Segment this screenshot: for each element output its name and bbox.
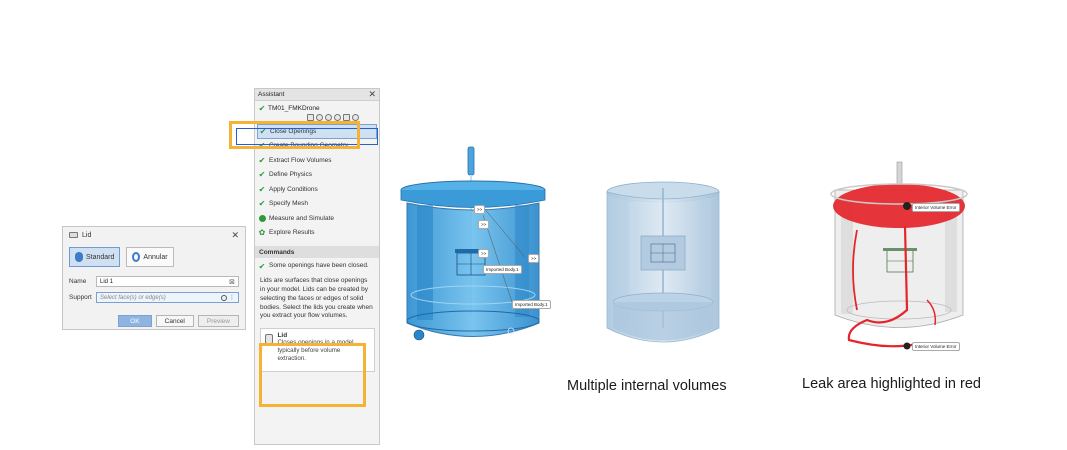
model-tag[interactable]: >> (478, 249, 490, 258)
name-value: Lid 1 (100, 278, 114, 285)
step-create-bounding-geometry[interactable]: ✔ Create Bounding Geometry (255, 139, 379, 154)
step-label: Extract Flow Volumes (269, 156, 332, 164)
lid-dialog-titlebar: Lid ✕ (63, 227, 245, 243)
step-label: Create Bounding Geometry (269, 142, 349, 150)
step-close-openings[interactable]: ✔ Close Openings (257, 124, 377, 139)
step-label: Measure and Simulate (269, 214, 335, 222)
check-icon: ✔ (258, 184, 266, 194)
check-icon: ✔ (258, 262, 266, 271)
check-icon: ✔ (258, 104, 266, 113)
check-icon: ✔ (258, 170, 266, 180)
imported-body-tag[interactable]: Imported Body.1 (483, 265, 522, 274)
check-icon: ✔ (258, 199, 266, 209)
model-tag[interactable]: >> (474, 205, 486, 214)
tool-icon[interactable] (343, 114, 350, 121)
model-tag[interactable]: >> (478, 220, 490, 229)
name-field[interactable]: Lid 1 ⊠ (96, 276, 239, 287)
step-label: Close Openings (270, 127, 317, 135)
caption-leak-area: Leak area highlighted in red (802, 376, 981, 392)
model-view-leak[interactable] (827, 160, 972, 355)
step-define-physics[interactable]: ✔ Define Physics (255, 168, 379, 183)
step-specify-mesh[interactable]: ✔ Specify Mesh (255, 197, 379, 212)
project-row[interactable]: ✔ TM01_FMKDrone (255, 101, 379, 113)
step-measure-and-simulate[interactable]: Measure and Simulate (255, 211, 379, 226)
name-label: Name (69, 278, 87, 285)
commands-header: Commands (255, 246, 379, 258)
tool-icon[interactable] (316, 114, 323, 121)
ok-button[interactable]: OK (118, 315, 152, 327)
support-field[interactable]: Select face(s) or edge(s) ⋮ (96, 292, 239, 303)
annular-type-button[interactable]: Annular (126, 247, 174, 267)
support-row: Support Select face(s) or edge(s) ⋮ (63, 291, 245, 304)
step-label: Explore Results (269, 229, 315, 237)
dialog-buttons: OK Cancel Preview (63, 315, 245, 327)
step-label: Define Physics (269, 171, 312, 179)
annular-lid-icon (132, 252, 141, 262)
lid-card-text: Lid Closes openings in a model, typicall… (277, 332, 370, 368)
assistant-header: Assistant ✕ (255, 89, 379, 101)
annular-type-label: Annular (143, 253, 168, 261)
caption-multiple-volumes: Multiple internal volumes (567, 378, 727, 394)
lid-card-description: Closes openings in a model, typically be… (277, 339, 356, 363)
check-icon: ✔ (258, 141, 266, 151)
model-view-blue[interactable] (395, 145, 555, 350)
support-placeholder: Select face(s) or edge(s) (100, 294, 166, 301)
gear-icon: ✿ (258, 228, 266, 238)
lid-dialog: Lid ✕ Standard Annular Name Lid 1 ⊠ Supp… (62, 226, 246, 330)
close-icon[interactable]: ✕ (368, 89, 376, 99)
more-options-icon[interactable]: ⋮ (229, 295, 235, 301)
tool-icon[interactable] (325, 114, 332, 121)
tool-icon[interactable] (307, 114, 314, 121)
target-icon[interactable] (221, 294, 227, 301)
lid-icon (69, 232, 78, 238)
step-explore-results[interactable]: ✿ Explore Results (255, 226, 379, 241)
name-row: Name Lid 1 ⊠ (63, 275, 245, 288)
lid-card-highlight (259, 343, 366, 407)
model-tag[interactable]: >> (528, 254, 540, 263)
step-extract-flow-volumes[interactable]: ✔ Extract Flow Volumes (255, 153, 379, 168)
tool-icon[interactable] (352, 114, 359, 121)
lid-dialog-title: Lid (82, 231, 92, 239)
status-text: Some openings have been closed. (269, 262, 369, 269)
toolbar-icons (255, 113, 379, 123)
standard-type-button[interactable]: Standard (69, 247, 121, 267)
check-icon: ✔ (258, 155, 266, 165)
lid-command-card[interactable]: Lid Closes openings in a model, typicall… (260, 328, 375, 373)
assistant-title: Assistant (258, 91, 285, 98)
step-label: Apply Conditions (269, 185, 318, 193)
project-name: TM01_FMKDrone (268, 105, 320, 112)
clear-icon[interactable]: ⊠ (229, 278, 235, 286)
preview-button[interactable]: Preview (197, 315, 239, 327)
standard-type-label: Standard (86, 253, 115, 261)
status-dot-icon (258, 214, 266, 222)
selection-highlight (236, 128, 378, 145)
lid-description: Lids are surfaces that close openings in… (260, 277, 373, 320)
volume-error-tag[interactable]: Interior Volume Error (912, 342, 960, 351)
imported-body-tag[interactable]: Imported Body.1 (512, 300, 551, 309)
standard-lid-icon (75, 252, 83, 262)
model-view-internal-volumes[interactable] (603, 178, 723, 354)
lid-card-title: Lid (277, 332, 288, 340)
step-label: Specify Mesh (269, 200, 309, 208)
check-icon: ✔ (259, 126, 267, 136)
tool-icon[interactable] (334, 114, 341, 121)
close-openings-highlight (229, 121, 360, 149)
support-label: Support (69, 294, 92, 301)
cancel-button[interactable]: Cancel (155, 315, 194, 327)
step-apply-conditions[interactable]: ✔ Apply Conditions (255, 182, 379, 197)
lid-type-selector: Standard Annular (63, 243, 245, 267)
volume-error-tag[interactable]: Interior Volume Error (912, 203, 960, 212)
close-icon[interactable]: ✕ (231, 229, 239, 240)
status-row: ✔ Some openings have been closed. (255, 258, 379, 272)
